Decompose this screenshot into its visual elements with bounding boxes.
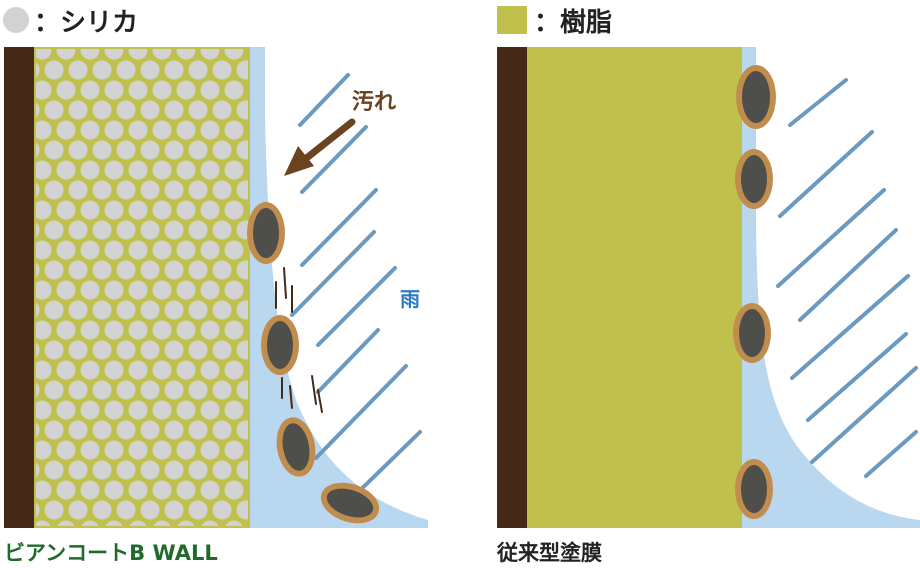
silica-legend-label: ：シリカ — [34, 8, 138, 38]
resin-coating — [527, 47, 742, 528]
right-caption: 従来型塗膜 — [496, 541, 602, 565]
rain-label: 雨 — [400, 287, 420, 311]
resin-legend-label: ：樹脂 — [534, 8, 612, 38]
motion-streaks — [275, 267, 323, 413]
left-panel: ：シリカ — [3, 7, 428, 565]
water-film — [250, 47, 428, 528]
wall-right — [497, 47, 527, 528]
dirt-arrow — [284, 118, 356, 176]
right-panel: ：樹脂 従来型塗膜 — [496, 6, 920, 565]
silica-legend-icon — [3, 7, 29, 33]
resin-legend-icon — [497, 6, 527, 34]
dirt-particles-right — [733, 65, 776, 519]
left-caption: ビアンコートB WALL — [4, 541, 218, 565]
dirt-label: 汚れ — [352, 90, 396, 115]
silica-particles — [36, 49, 248, 526]
wall — [4, 47, 34, 528]
rain-lines-right — [776, 78, 918, 478]
dirt-particles-left — [247, 202, 380, 524]
